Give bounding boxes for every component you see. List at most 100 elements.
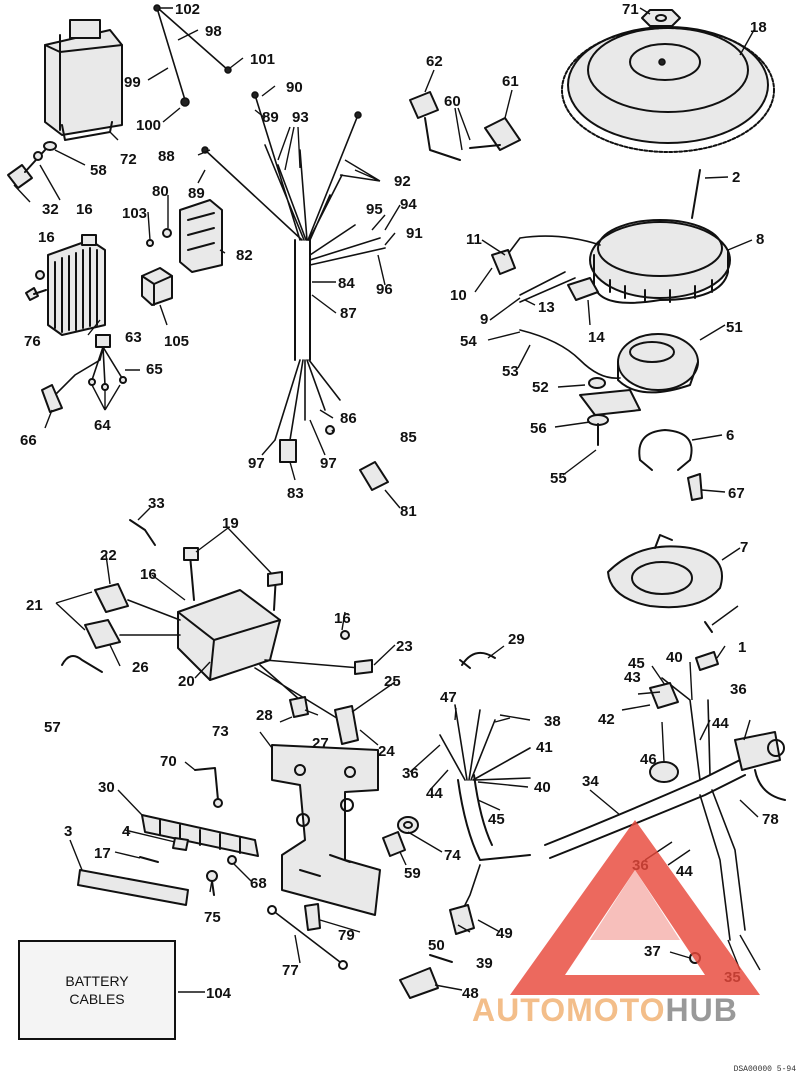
part-6-clip	[638, 429, 703, 501]
part-51-trigger	[519, 329, 699, 446]
label-37: 37	[644, 943, 661, 960]
label-66: 66	[20, 432, 37, 449]
label-98: 98	[205, 23, 222, 40]
part-7-plate	[607, 534, 723, 609]
label-53: 53	[502, 363, 519, 380]
part-70-bracket	[194, 767, 223, 808]
label-56: 56	[530, 420, 547, 437]
label-47: 47	[440, 689, 457, 706]
label-44b: 44	[426, 785, 443, 802]
battery-cables-box: BATTERY CABLES	[18, 940, 176, 1040]
label-28: 28	[256, 707, 273, 724]
label-59: 59	[404, 865, 421, 882]
label-89a: 89	[262, 109, 279, 126]
label-105: 105	[164, 333, 189, 350]
label-82: 82	[236, 247, 253, 264]
label-80: 80	[152, 183, 169, 200]
label-45a: 45	[628, 655, 645, 672]
label-7: 7	[740, 539, 748, 556]
label-36a: 36	[730, 681, 747, 698]
label-75: 75	[204, 909, 221, 926]
part-65-harness	[41, 334, 127, 413]
label-55: 55	[550, 470, 567, 487]
label-87: 87	[340, 305, 357, 322]
part-59-grommet	[382, 816, 419, 857]
label-42: 42	[598, 711, 615, 728]
label-32: 32	[42, 201, 59, 218]
part-20-power-pack	[61, 519, 373, 745]
part-number-labels: 102 98 101 99 100 72 58 32 16 90 89 93 8…	[20, 1, 779, 1002]
part-72-module	[44, 19, 123, 141]
part-30-terminal-strip	[139, 814, 259, 863]
label-73: 73	[212, 723, 229, 740]
label-86: 86	[340, 410, 357, 427]
label-97a: 97	[248, 455, 265, 472]
label-48: 48	[462, 985, 479, 1002]
label-54: 54	[460, 333, 477, 350]
label-23: 23	[396, 638, 413, 655]
label-70: 70	[160, 753, 177, 770]
watermark-text-part2: HUB	[665, 992, 738, 1028]
label-2: 2	[732, 169, 740, 186]
label-41: 41	[536, 739, 553, 756]
label-90: 90	[286, 79, 303, 96]
label-34: 34	[582, 773, 599, 790]
label-27: 27	[312, 735, 329, 752]
part-18-flywheel	[561, 26, 775, 153]
label-43: 43	[624, 669, 641, 686]
label-93: 93	[292, 109, 309, 126]
part-63-rectifier	[25, 234, 106, 336]
label-97b: 97	[320, 455, 337, 472]
part-84-harness	[201, 91, 389, 491]
label-85: 85	[400, 429, 417, 446]
battery-cables-label: BATTERY CABLES	[65, 973, 129, 1007]
label-29: 29	[508, 631, 525, 648]
label-67: 67	[728, 485, 745, 502]
label-50: 50	[428, 937, 445, 954]
label-14: 14	[588, 329, 605, 346]
label-88: 88	[158, 148, 175, 165]
label-52: 52	[532, 379, 549, 396]
label-16d: 16	[334, 610, 351, 627]
label-10: 10	[450, 287, 467, 304]
part-5-screw	[695, 621, 719, 671]
part-61-spark-caps	[409, 91, 521, 161]
label-18: 18	[750, 19, 767, 36]
label-74: 74	[444, 847, 461, 864]
part-105-relay	[141, 267, 173, 306]
label-76: 76	[24, 333, 41, 350]
label-51: 51	[726, 319, 743, 336]
label-13: 13	[538, 299, 555, 316]
label-17: 17	[94, 845, 111, 862]
label-71: 71	[622, 1, 639, 18]
part-82-terminal-block	[146, 199, 223, 273]
label-96: 96	[376, 281, 393, 298]
label-65: 65	[146, 361, 163, 378]
label-72: 72	[120, 151, 137, 168]
label-63: 63	[125, 329, 142, 346]
label-3: 3	[64, 823, 72, 840]
label-102: 102	[175, 1, 200, 18]
leader-lines	[13, 7, 761, 993]
label-16c: 16	[140, 566, 157, 583]
part-73-plate	[271, 744, 381, 916]
label-46: 46	[640, 751, 657, 768]
label-49: 49	[496, 925, 513, 942]
label-20: 20	[178, 673, 195, 690]
label-19: 19	[222, 515, 239, 532]
label-16b: 16	[38, 229, 55, 246]
label-44a: 44	[712, 715, 729, 732]
part-98-wire	[153, 4, 232, 107]
part-71-nut	[641, 9, 681, 27]
label-61: 61	[502, 73, 519, 90]
label-36c: 36	[632, 857, 649, 874]
label-44c: 44	[676, 863, 693, 880]
label-21: 21	[26, 597, 43, 614]
label-77: 77	[282, 962, 299, 979]
label-26: 26	[132, 659, 149, 676]
part-29-clamp	[459, 651, 496, 669]
label-78: 78	[762, 811, 779, 828]
label-36b: 36	[402, 765, 419, 782]
label-89b: 89	[188, 185, 205, 202]
